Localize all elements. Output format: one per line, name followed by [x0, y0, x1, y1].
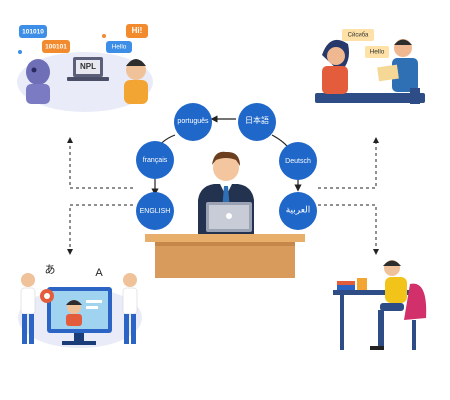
- businessman-illustration: [198, 151, 254, 236]
- latin-character: A: [95, 267, 103, 279]
- svg-text:Hi!: Hi!: [132, 26, 143, 35]
- conversation-scene: Сйсиба Hello: [315, 29, 425, 104]
- laptop-illustration: NPL: [67, 57, 109, 81]
- svg-text:101010: 101010: [22, 29, 44, 36]
- svg-text:français: français: [143, 157, 168, 164]
- svg-text:Deutsch: Deutsch: [285, 158, 311, 165]
- svg-text:Hello: Hello: [112, 44, 127, 51]
- student-illustration: [370, 260, 407, 350]
- laptop-npl-label: NPL: [80, 62, 96, 71]
- desk-illustration: [145, 234, 305, 278]
- dashed-connectors: [67, 137, 379, 255]
- left-person-illustration: [20, 273, 36, 344]
- bubble-hello-conv: Hello: [365, 46, 389, 58]
- bubble-russian: Сйсиба: [342, 29, 374, 41]
- bubble-binary-2: 100101: [42, 40, 70, 53]
- right-person-illustration: [122, 273, 138, 344]
- language-bubble-japanese: 日本語: [238, 103, 276, 141]
- connector-to-study: [318, 204, 379, 255]
- connector-to-video: [67, 204, 133, 255]
- woman-illustration: [322, 39, 349, 94]
- connector-to-nlp: [67, 137, 133, 189]
- connector-to-conversation: [318, 137, 379, 189]
- language-bubble-deutsch: Deutsch: [279, 142, 317, 180]
- japanese-character: あ: [45, 263, 56, 276]
- bubble-hello: Hello: [106, 41, 132, 53]
- svg-text:日本語: 日本語: [245, 115, 269, 125]
- svg-text:Сйсиба: Сйсиба: [348, 32, 369, 39]
- nlp-scene: NPL 101010 100101 Hi! Hello: [17, 24, 153, 112]
- svg-text:100101: 100101: [45, 44, 67, 51]
- language-bubble-english: ENGLISH: [136, 192, 174, 230]
- man-illustration: [392, 39, 420, 104]
- language-bubble-arabic: العربية: [279, 192, 317, 230]
- person-illustration: [124, 59, 148, 104]
- bubble-binary-1: 101010: [19, 25, 47, 38]
- svg-text:Hello: Hello: [370, 49, 385, 56]
- study-scene: [333, 260, 427, 350]
- svg-text:ENGLISH: ENGLISH: [140, 208, 171, 215]
- svg-text:العربية: العربية: [286, 204, 311, 215]
- language-bubble-portugues: português: [174, 103, 212, 141]
- svg-text:português: português: [177, 118, 209, 125]
- bubble-hi: Hi!: [126, 24, 148, 38]
- language-bubble-francais: français: [136, 141, 174, 179]
- video-call-scene: あ A: [18, 263, 142, 348]
- language-bubbles: português 日本語 français Deutsch ENGLISH ا…: [136, 103, 317, 230]
- robot-illustration: [26, 59, 50, 104]
